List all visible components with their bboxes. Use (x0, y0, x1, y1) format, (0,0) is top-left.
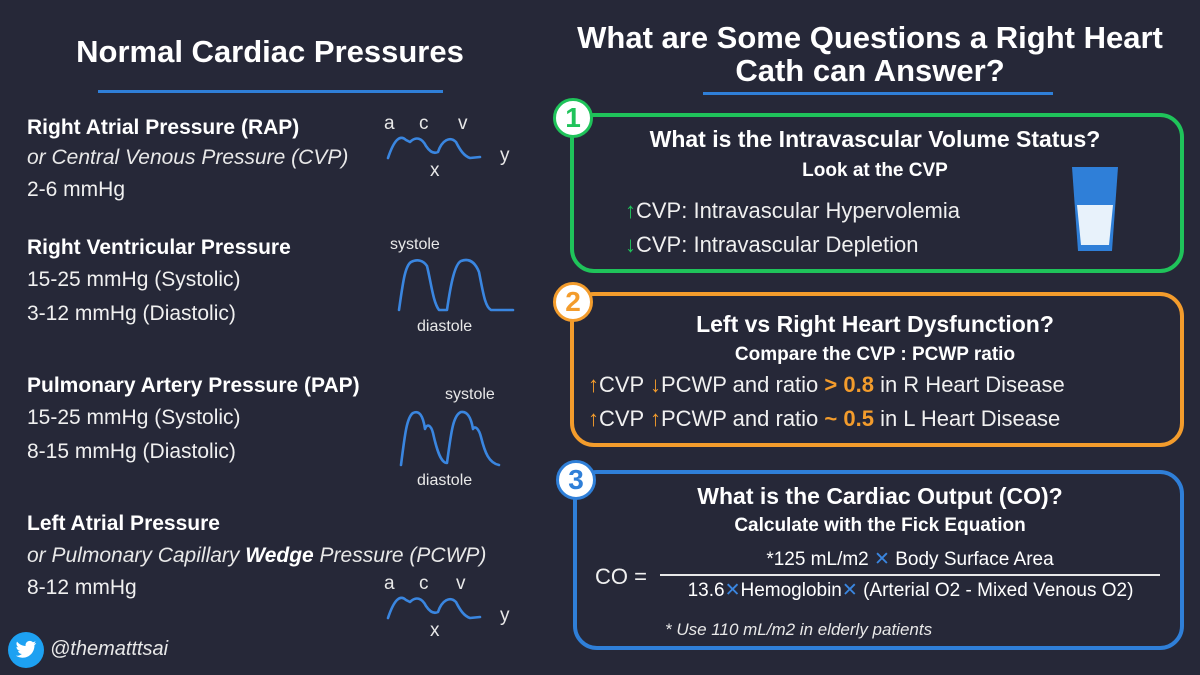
rv-systolic: 15-25 mmHg (Systolic) (27, 268, 241, 291)
lap-wave-v: v (456, 573, 466, 594)
q2-row-2-value: ~ 0.5 (824, 406, 874, 431)
lap-value: 8-12 mmHg (27, 576, 137, 599)
q1-subtitle: Look at the CVP (802, 160, 948, 181)
q2-number-badge: 2 (553, 282, 593, 322)
q3-subtitle: Calculate with the Fick Equation (734, 515, 1026, 536)
q2-row-1-text: PCWP and ratio (660, 372, 825, 397)
q1-line-1-text: CVP: Intravascular Hypervolemia (636, 198, 961, 223)
fick-den-a: 13.6 (687, 580, 725, 601)
q3-number-badge: 3 (556, 460, 596, 500)
q2-row-2-text: PCWP and ratio (660, 406, 825, 431)
arrow-down-icon: ↓ (649, 372, 661, 397)
q2-title: Left vs Right Heart Dysfunction? (696, 311, 1054, 337)
rv-wave-diastole: diastole (417, 318, 473, 335)
q2-row-1-tail: in R Heart Disease (873, 372, 1065, 397)
arrow-up-icon: ↑ (588, 406, 599, 431)
lap-wave-y: y (500, 605, 510, 626)
q3-title: What is the Cardiac Output (CO)? (697, 483, 1063, 509)
rap-subtitle: or Central Venous Pressure (CVP) (27, 146, 349, 169)
q2-row-2-tail: in L Heart Disease (873, 406, 1061, 431)
fick-den-c: (Arterial O2 - Mixed Venous O2) (863, 580, 1134, 601)
q3-box (573, 470, 1184, 650)
fick-num-b: Body Surface Area (895, 549, 1054, 570)
q1-line-2-text: CVP: Intravascular Depletion (636, 232, 919, 257)
rap-wave-y: y (500, 145, 510, 166)
q1-box (570, 113, 1184, 273)
rv-wave-systole: systole (390, 236, 440, 253)
fick-den-b: Hemoglobin (740, 580, 842, 601)
lap-label: Left Atrial Pressure (27, 512, 220, 535)
pap-systolic: 15-25 mmHg (Systolic) (27, 406, 241, 429)
q1-number-badge: 1 (553, 98, 593, 138)
pap-diastolic: 8-15 mmHg (Diastolic) (27, 440, 236, 463)
q2-row-1-value: > 0.8 (824, 372, 874, 397)
lap-wave-a: a (384, 573, 395, 594)
arrow-up-icon: ↑ (649, 406, 661, 431)
lap-wave-c: c (419, 573, 429, 594)
arrow-up-icon: ↑ (625, 198, 636, 223)
right-title: What are Some Questions a Right Heart Ca… (577, 20, 1163, 88)
rv-diastolic: 3-12 mmHg (Diastolic) (27, 302, 236, 325)
pap-label: Pulmonary Artery Pressure (PAP) (27, 374, 360, 397)
times-icon: ✕ (724, 580, 741, 601)
lap-subtitle-post: Pressure (PCWP) (313, 544, 487, 567)
q2-subtitle: Compare the CVP : PCWP ratio (734, 344, 1016, 365)
q1-line-2: ↓CVP: Intravascular Depletion (625, 232, 918, 258)
q3-note: * Use 110 mL/m2 in elderly patients (665, 620, 933, 639)
lap-subtitle-pre: or Pulmonary Capillary (27, 544, 246, 567)
fraction-bar (660, 574, 1160, 576)
right-title-underline (703, 92, 1053, 95)
fick-denominator: 13.6✕Hemoglobin✕ (Arterial O2 - Mixed Ve… (658, 579, 1163, 602)
lap-waveform (386, 596, 482, 620)
rap-wave-a: a (384, 113, 395, 134)
q2-row-1-cvp: CVP (599, 372, 650, 397)
lap-wave-x: x (430, 620, 440, 641)
rap-wave-v: v (458, 113, 468, 134)
left-title-underline (98, 90, 443, 93)
twitter-badge[interactable] (8, 632, 44, 668)
left-title: Normal Cardiac Pressures (76, 34, 464, 69)
q1-title: What is the Intravascular Volume Status? (649, 126, 1101, 152)
rap-label: Right Atrial Pressure (RAP) (27, 116, 300, 139)
rv-waveform (397, 258, 515, 312)
co-label: CO = (595, 564, 647, 589)
twitter-bird-icon (15, 640, 37, 658)
rv-label: Right Ventricular Pressure (27, 236, 291, 259)
q2-box (570, 292, 1184, 447)
pap-wave-systole: systole (445, 386, 495, 403)
q1-line-1: ↑CVP: Intravascular Hypervolemia (625, 198, 960, 224)
q2-row-2-cvp: CVP (599, 406, 650, 431)
times-icon: ✕ (841, 580, 858, 601)
q2-row-1: ↑CVP ↓PCWP and ratio > 0.8 in R Heart Di… (588, 372, 1065, 398)
q2-row-2: ↑CVP ↑PCWP and ratio ~ 0.5 in L Heart Di… (588, 406, 1060, 432)
arrow-up-icon: ↑ (588, 372, 599, 397)
pap-wave-diastole: diastole (417, 472, 473, 489)
rap-wave-x: x (430, 160, 440, 181)
times-icon: ✕ (874, 549, 890, 570)
fick-numerator: *125 mL/m2 ✕ Body Surface Area (660, 548, 1160, 571)
twitter-handle[interactable]: @thematttsai (50, 638, 169, 660)
rap-waveform (386, 136, 482, 160)
arrow-down-icon: ↓ (625, 232, 636, 257)
q2-number: 2 (565, 286, 581, 317)
q3-number: 3 (568, 464, 584, 495)
pap-waveform (399, 410, 501, 467)
q1-number: 1 (565, 102, 581, 133)
fick-num-a: *125 mL/m2 (766, 549, 869, 570)
rap-wave-c: c (419, 113, 429, 134)
glass-of-water-icon (1072, 167, 1118, 251)
lap-subtitle: or Pulmonary Capillary Wedge Pressure (P… (27, 544, 486, 568)
lap-subtitle-wedge: Wedge (245, 544, 314, 567)
rap-value: 2-6 mmHg (27, 178, 126, 201)
